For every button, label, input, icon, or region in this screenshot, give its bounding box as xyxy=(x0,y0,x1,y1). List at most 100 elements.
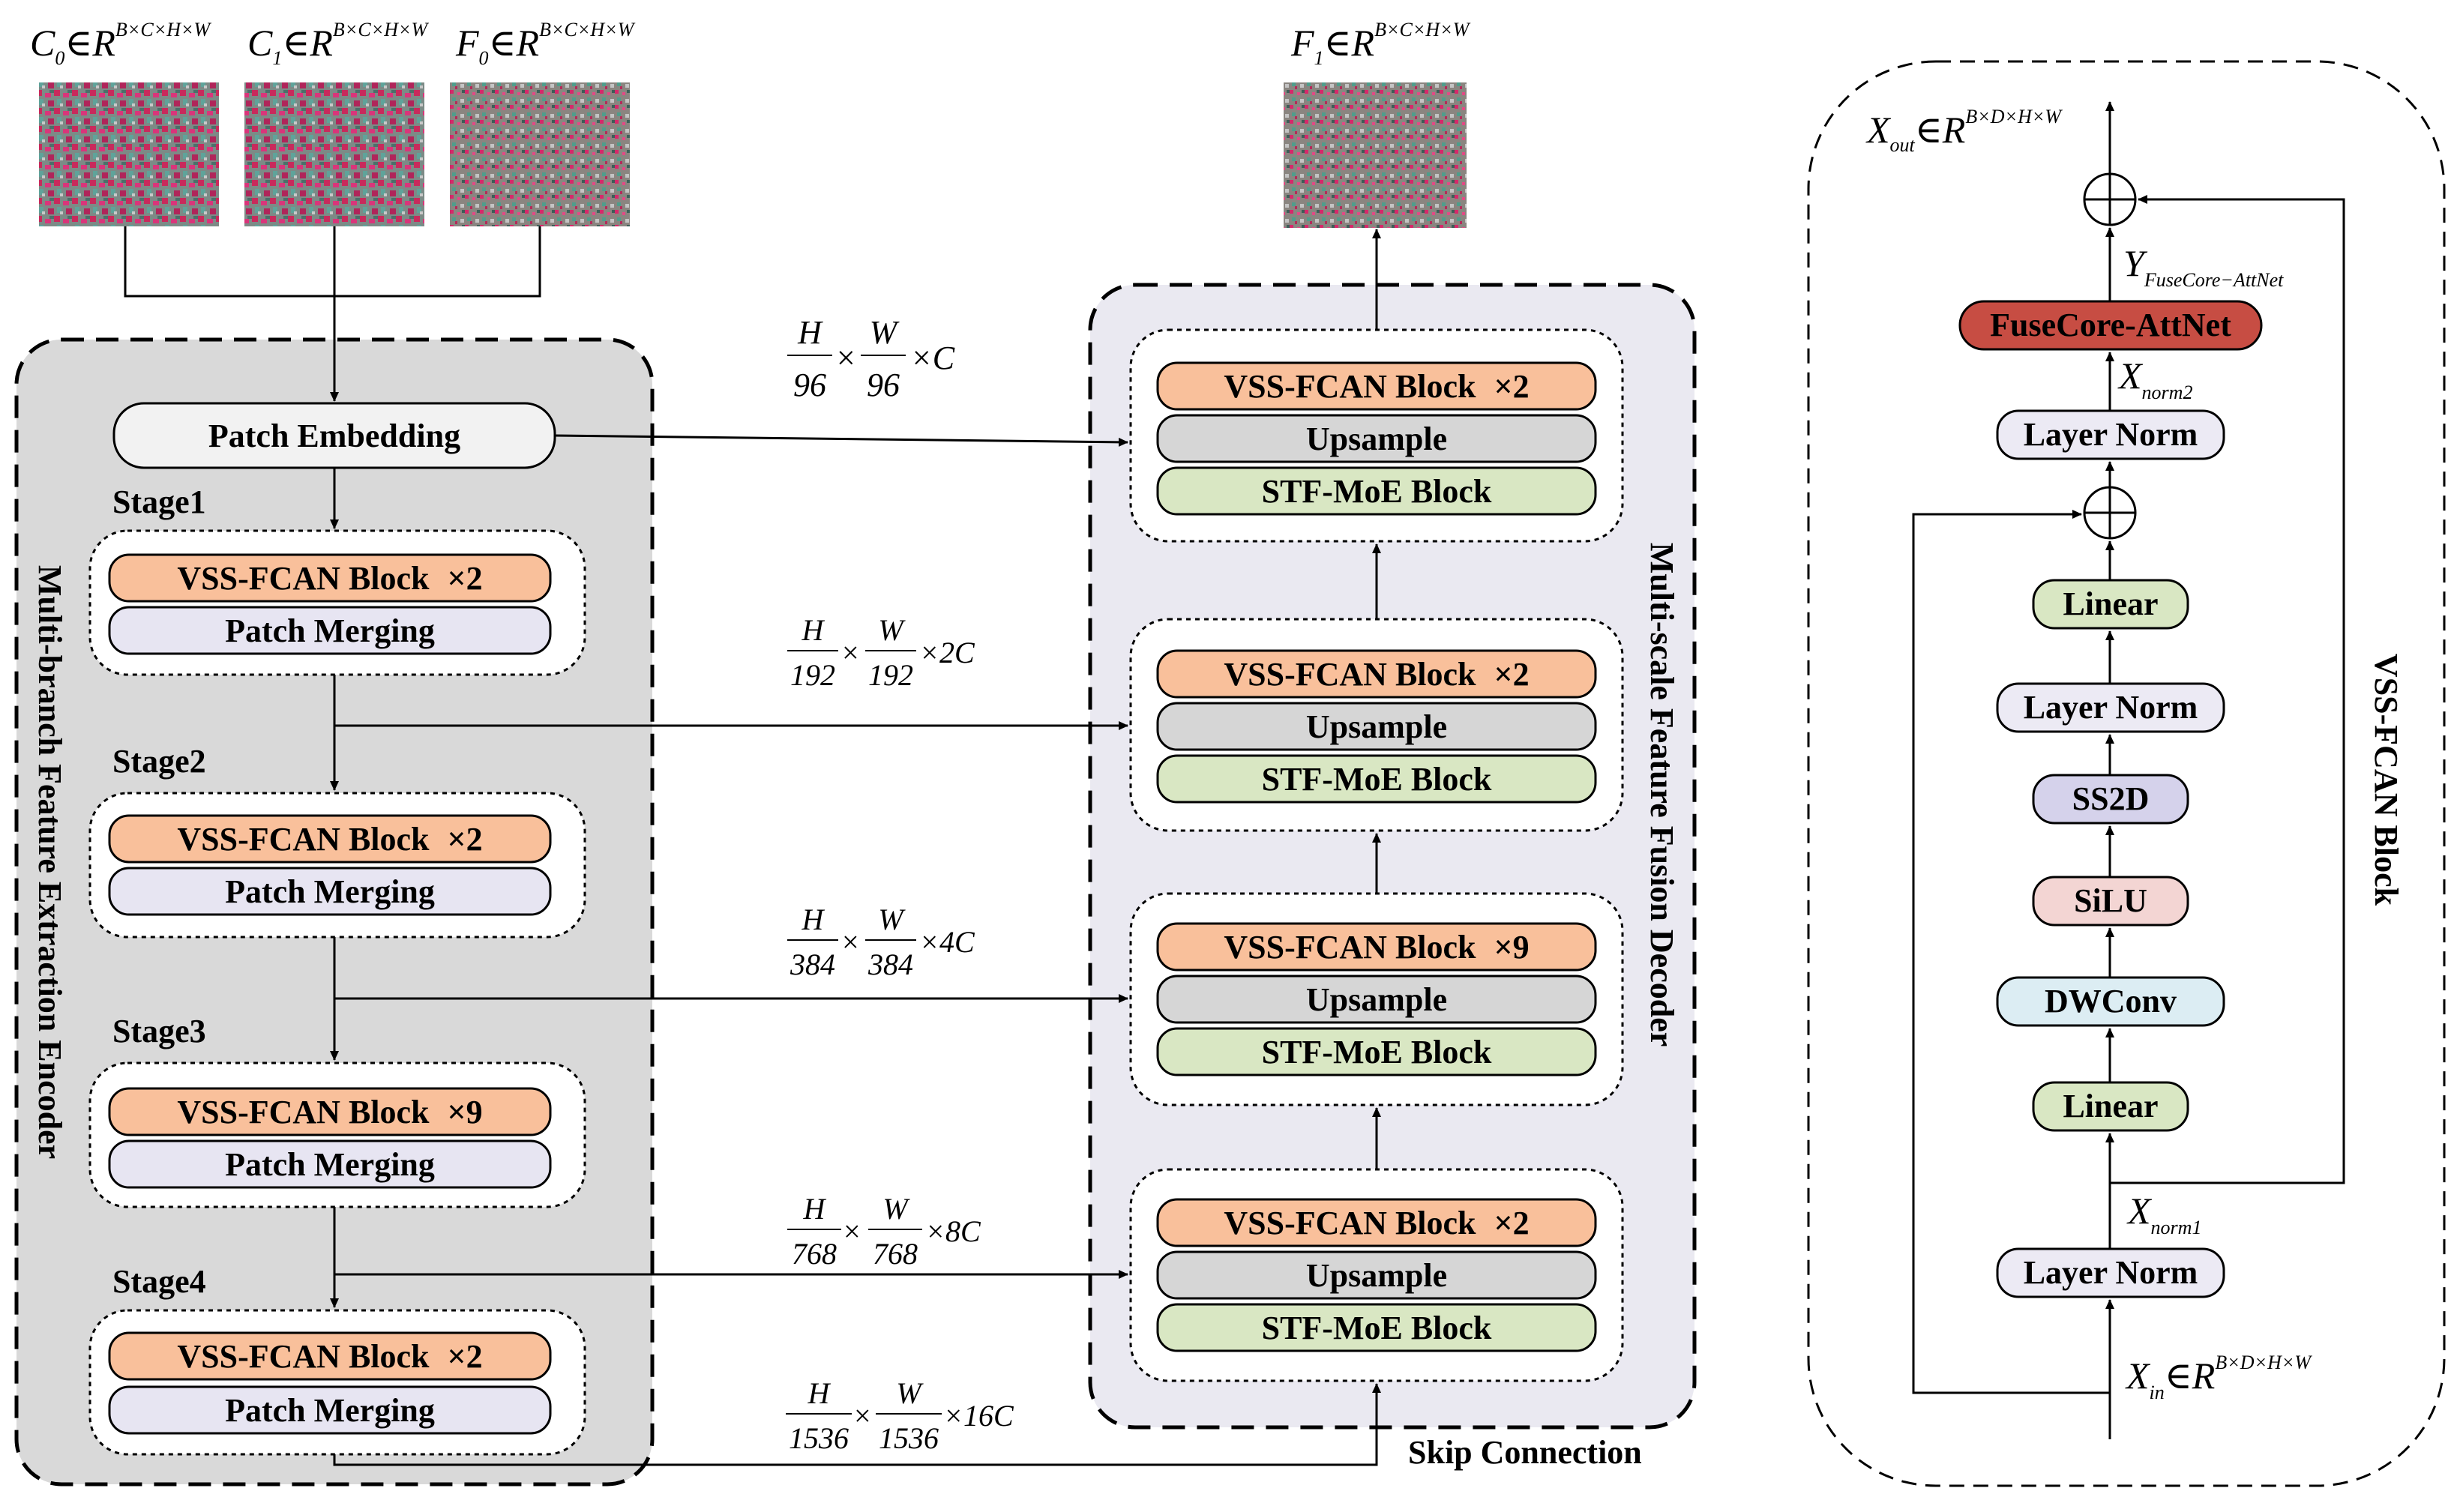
input-image-c1 xyxy=(244,82,424,226)
svg-text:×2C: ×2C xyxy=(919,636,975,669)
layer-norm-middle-label: Layer Norm xyxy=(2024,689,2198,726)
sum-node-top xyxy=(2083,172,2137,226)
xin-label: Xin∈RB×D×H×W xyxy=(2125,1352,2312,1403)
stage3-merge-label: Patch Merging xyxy=(225,1146,435,1183)
stage3-label: Stage3 xyxy=(112,1013,206,1049)
stage2-patch-merging xyxy=(108,867,552,916)
stage3-vss-label: VSS-FCAN Block×9 xyxy=(177,1094,482,1130)
input-label-f0: F0∈RB×C×H×W xyxy=(455,19,636,69)
vss-detail-title: VSS-FCAN Block xyxy=(2368,654,2405,906)
svg-text:W: W xyxy=(882,1192,910,1226)
xout-label: Xout∈RB×D×H×W xyxy=(1865,106,2063,156)
svg-text:×: × xyxy=(840,636,861,669)
svg-text:96: 96 xyxy=(867,367,900,403)
skip-scale-3: H 384 × W 384 ×4C xyxy=(787,903,975,981)
svg-text:1536: 1536 xyxy=(879,1421,939,1455)
svg-text:H: H xyxy=(802,613,825,647)
svg-text:W: W xyxy=(878,903,906,936)
svg-text:Xout∈RB×D×H×W: Xout∈RB×D×H×W xyxy=(1865,106,2063,156)
svg-text:768: 768 xyxy=(792,1237,837,1271)
svg-text:C0∈RB×C×H×W: C0∈RB×C×H×W xyxy=(30,19,212,69)
decoder-1-moe-label: STF-MoE Block xyxy=(1262,473,1492,510)
svg-text:×C: ×C xyxy=(910,340,955,376)
svg-text:384: 384 xyxy=(790,948,835,981)
svg-text:F0∈RB×C×H×W: F0∈RB×C×H×W xyxy=(455,19,636,69)
decoder-1-upsample xyxy=(1156,414,1597,463)
decoder-1-upsample-label: Upsample xyxy=(1306,421,1447,457)
stage3-patch-merging xyxy=(108,1139,552,1189)
linear-top-label: Linear xyxy=(2063,585,2158,622)
decoder-4-upsample xyxy=(1156,1250,1597,1300)
dwconv-label: DWConv xyxy=(2045,983,2177,1019)
xnorm2-label: Xnorm2 xyxy=(2117,355,2192,403)
decoder-2-upsample xyxy=(1156,702,1597,751)
skip-connection-label: Skip Connection xyxy=(1408,1434,1642,1471)
layer-norm-bottom-label: Layer Norm xyxy=(2024,1254,2198,1291)
stage1-vss-label: VSS-FCAN Block×2 xyxy=(177,560,482,597)
decoder-2-moe xyxy=(1156,754,1597,804)
decoder-2-upsample-label: Upsample xyxy=(1306,708,1447,745)
ss2d-label: SS2D xyxy=(2072,780,2150,817)
decoder-4-vss-label: VSS-FCAN Block×2 xyxy=(1224,1205,1529,1241)
svg-text:Xnorm1: Xnorm1 xyxy=(2126,1190,2201,1238)
decoder-title: Multi-scale Feature Fusion Decoder xyxy=(1643,543,1680,1046)
svg-text:×: × xyxy=(834,340,857,376)
decoder-1-vss-block xyxy=(1156,361,1597,411)
decoder-1-vss-label: VSS-FCAN Block×2 xyxy=(1224,368,1529,405)
stage2-label: Stage2 xyxy=(112,743,206,780)
residual-connections xyxy=(1912,195,2345,1394)
stage1-patch-merging xyxy=(108,606,552,655)
xnorm1-label: Xnorm1 xyxy=(2126,1190,2201,1238)
patch-embedding-label: Patch Embedding xyxy=(208,418,460,454)
stage4-vss-block xyxy=(108,1331,552,1381)
stage2-vss-block xyxy=(108,814,552,864)
skip-scale-1: H 96 × W 96 ×C xyxy=(787,314,955,403)
svg-text:×: × xyxy=(840,925,861,959)
decoder-2-vss-label: VSS-FCAN Block×2 xyxy=(1224,656,1529,693)
svg-text:×4C: ×4C xyxy=(919,925,975,959)
vss-detail-panel xyxy=(1807,60,2446,1487)
stage1-label: Stage1 xyxy=(112,484,206,520)
svg-text:W: W xyxy=(878,613,906,647)
encoder-title: Multi-branch Feature Extraction Encoder xyxy=(31,565,68,1159)
input-image-f0 xyxy=(450,82,630,226)
decoder-3-upsample xyxy=(1156,975,1597,1024)
svg-text:W: W xyxy=(870,314,900,351)
svg-text:Xnorm2: Xnorm2 xyxy=(2117,355,2192,403)
input-label-c1: C1∈RB×C×H×W xyxy=(247,19,430,69)
stage4-patch-merging xyxy=(108,1385,552,1435)
decoder-4-vss-block xyxy=(1156,1198,1597,1247)
svg-text:384: 384 xyxy=(867,948,913,981)
decoder-4-moe-label: STF-MoE Block xyxy=(1262,1310,1492,1346)
skip-connection-lines xyxy=(333,434,1381,1466)
stage4-merge-label: Patch Merging xyxy=(225,1392,435,1429)
stage4-vss-label: VSS-FCAN Block×2 xyxy=(177,1338,482,1375)
output-label-f1: F1∈RB×C×H×W xyxy=(1290,19,1471,69)
sum-node-middle xyxy=(2083,486,2137,540)
stage1-merge-label: Patch Merging xyxy=(225,612,435,649)
yfuse-label: YFuseCore−AttNet xyxy=(2123,242,2284,291)
svg-text:×: × xyxy=(852,1399,873,1433)
svg-text:×: × xyxy=(842,1214,862,1248)
svg-text:192: 192 xyxy=(790,658,835,692)
stage3-vss-block xyxy=(108,1087,552,1136)
skip-scale-5: H 1536 × W 1536 ×16C xyxy=(786,1376,1014,1455)
decoder-panel xyxy=(1088,283,1697,1430)
svg-text:192: 192 xyxy=(868,658,913,692)
svg-text:H: H xyxy=(808,1376,831,1410)
svg-text:W: W xyxy=(896,1376,924,1410)
decoder-1-moe xyxy=(1156,466,1597,516)
stage2-vss-label: VSS-FCAN Block×2 xyxy=(177,821,482,858)
svg-text:1536: 1536 xyxy=(789,1421,849,1455)
decoder-3-moe-label: STF-MoE Block xyxy=(1262,1034,1492,1070)
decoder-3-vss-block xyxy=(1156,922,1597,972)
decoder-4-moe xyxy=(1156,1303,1597,1352)
svg-text:×16C: ×16C xyxy=(943,1399,1014,1433)
svg-text:H: H xyxy=(803,1192,827,1226)
svg-text:F1∈RB×C×H×W: F1∈RB×C×H×W xyxy=(1290,19,1471,69)
skip-scale-2: H 192 × W 192 ×2C xyxy=(787,613,975,692)
output-image-f1 xyxy=(1284,82,1467,228)
stage1-vss-block xyxy=(108,553,552,603)
